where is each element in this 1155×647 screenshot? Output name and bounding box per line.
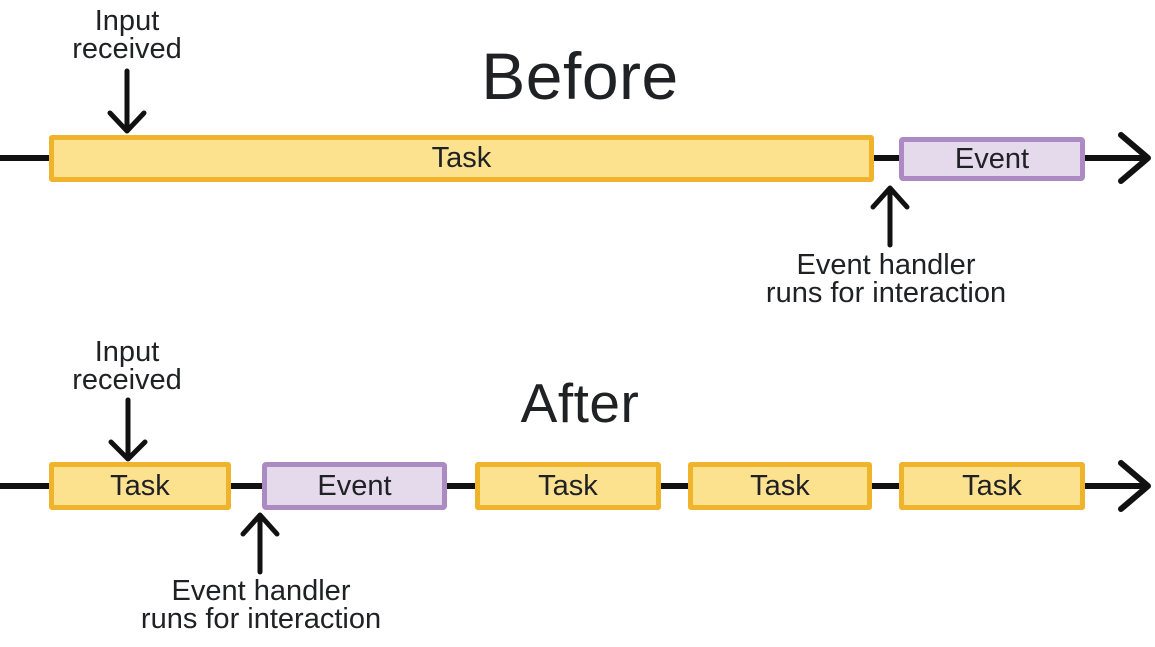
task-box-label: Task [110,469,170,502]
right-arrowhead-icon [1118,132,1151,184]
after-event-box: Event [262,462,447,510]
task-box-label: Task [962,469,1022,502]
before-input-received-label: Input received [72,5,182,65]
after-input-down-arrow [108,397,148,462]
before-event-box: Event [899,137,1085,181]
after-task-box-1: Task [49,462,231,510]
task-box-label: Task [538,469,598,502]
after-task-box-4: Task [899,462,1085,510]
up-arrowhead-icon [870,185,910,210]
after-task-box-3: Task [688,462,872,510]
event-box-label: Event [954,142,1030,175]
task-box-label: Task [750,469,810,502]
before-event-handler-label: Event handler runs for interaction [765,249,1007,309]
right-arrowhead-icon [1118,460,1151,512]
before-section-title: Before [481,39,679,113]
before-input-down-arrow [107,68,147,134]
after-input-received-label: Input received [72,336,182,396]
task-box-label: Task [431,142,492,174]
event-box-label: Event [317,469,392,502]
after-section-title: After [520,372,640,434]
down-arrowhead-icon [107,110,147,134]
before-handler-up-arrow [870,185,910,248]
up-arrowhead-icon [240,512,280,537]
after-handler-up-arrow [240,512,280,575]
after-task-box-2: Task [475,462,661,510]
before-task-box: Task [49,135,874,182]
after-event-handler-label: Event handler runs for interaction [140,575,382,635]
down-arrowhead-icon [108,439,148,462]
